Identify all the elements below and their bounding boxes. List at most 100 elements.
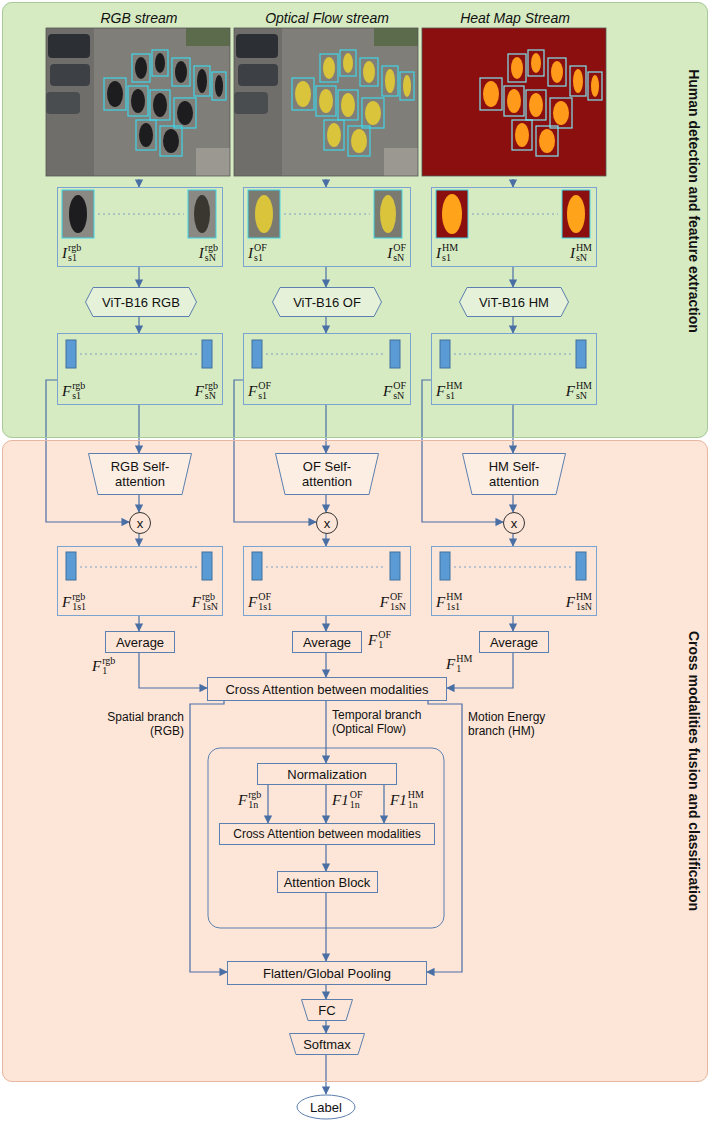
subscript: s1 [446, 391, 462, 401]
attention-block: RGB Self-attention [88, 453, 192, 495]
superscript: rgb [72, 592, 86, 602]
connector [512, 495, 513, 512]
math-label: FOF1s1 [248, 592, 272, 612]
edge-label: Spatial branch (RGB) [92, 710, 184, 738]
connector [325, 985, 326, 999]
script-stack: HMs1 [446, 381, 462, 401]
node-text: Average [303, 635, 351, 650]
math-base: F [248, 594, 257, 610]
math-label: F1HM1n [390, 790, 424, 810]
math-label: IOFs1 [248, 243, 267, 263]
math-base: F [62, 594, 71, 610]
connector [138, 267, 139, 287]
average-box: AverageFrgb1 [105, 631, 175, 653]
node-text: HM Self-attention [472, 459, 556, 489]
subscript: sN [205, 253, 218, 263]
math-base: I [62, 245, 67, 261]
node-outline-path [302, 1000, 353, 1021]
math-base: F [92, 658, 101, 674]
rgb-frame [46, 28, 230, 176]
connector [325, 1021, 326, 1033]
edge-label: Temporal branch (Optical Flow) [332, 708, 424, 736]
feature-set: FOFs1 FOFsN [243, 333, 411, 405]
math-base: I [199, 245, 204, 261]
node-text: Average [490, 635, 538, 650]
node-text: RGB Self-attention [98, 459, 182, 489]
subscript: 1n [350, 800, 363, 810]
process-box: Cross Attention between modalities [207, 677, 447, 701]
math-label: Irgbs1 [62, 243, 81, 263]
connector [325, 616, 326, 631]
connector [325, 785, 326, 823]
math-label: Frgb1n [238, 790, 261, 810]
node-outline-path [463, 454, 566, 495]
connector [139, 653, 207, 688]
connector [325, 405, 326, 453]
band-title: Cross modalities fusion and classificati… [685, 601, 703, 941]
feature-bars [66, 340, 586, 580]
math-label: IHMsN [570, 243, 592, 263]
node-text: x [324, 516, 331, 531]
encoder-block: ViT-B16 OF [272, 287, 382, 317]
stage-band: Cross modalities fusion and classificati… [2, 440, 708, 1082]
connector [512, 179, 513, 187]
script-stack: HMsN [576, 243, 592, 263]
superscript: HM [446, 592, 462, 602]
node-outline-path [89, 454, 192, 495]
encoder-block: ViT-B16 RGB [85, 287, 197, 317]
connector [138, 405, 139, 453]
superscript: HM [446, 381, 462, 391]
node-outline-path [460, 288, 569, 317]
math-label: FHMsN [566, 381, 592, 401]
script-stack: OF1s1 [258, 592, 272, 612]
subscript: s1 [68, 253, 81, 263]
connector [383, 785, 384, 823]
math-label: FHMs1 [436, 381, 462, 401]
crop-set: IHMs1IHMsN [431, 187, 597, 267]
connector [512, 267, 513, 287]
script-stack: OFs1 [254, 243, 267, 263]
connector [447, 653, 513, 688]
connector [138, 534, 139, 546]
superscript: rgb [202, 592, 218, 602]
subscript: sN [576, 253, 592, 263]
script-stack: HM1n [408, 790, 424, 810]
math-label: F1OF1n [332, 790, 362, 810]
script-stack: HM1sN [576, 592, 592, 612]
feature-set: Frgb1s1Frgb1sN [57, 546, 223, 616]
math-base: F [238, 792, 247, 808]
stream-frame: Optical Flow stream [235, 7, 419, 179]
subscript: 1sN [390, 602, 406, 612]
superscript: OF [378, 630, 391, 640]
node-outline-path [276, 454, 379, 495]
heat-map-frame [422, 28, 606, 176]
average-box: AverageFOF1 [292, 631, 362, 653]
superscript: HM [576, 243, 592, 253]
node-text: ViT-B16 HM [479, 295, 549, 310]
connector [138, 616, 139, 631]
connector [46, 380, 129, 522]
math-base: F [380, 594, 389, 610]
superscript: HM [576, 592, 592, 602]
math-base: F [446, 656, 455, 672]
connector [422, 380, 503, 522]
script-stack: rgb1 [102, 656, 115, 676]
math-base: F [192, 594, 201, 610]
superscript: OF [350, 790, 363, 800]
superscript: rgb [102, 656, 115, 666]
subscript: 1s1 [258, 602, 272, 612]
connector [138, 179, 139, 187]
subscript: sN [576, 391, 592, 401]
process-box: Cross Attention between modalities [219, 823, 435, 845]
stage-band: Human detection and feature extractionRG… [2, 2, 708, 438]
math-base: I [436, 245, 441, 261]
superscript: OF [393, 381, 406, 391]
math-label: FOFs1 [248, 381, 271, 401]
feature-set: Frgbs1FrgbsN [57, 333, 223, 405]
math-label: FOFsN [383, 381, 406, 401]
node-text: Softmax [303, 1037, 351, 1052]
subscript: 1 [378, 640, 391, 650]
superscript: HM [408, 790, 424, 800]
math-label: IHMs1 [436, 243, 458, 263]
node-outline-path [290, 1034, 365, 1055]
